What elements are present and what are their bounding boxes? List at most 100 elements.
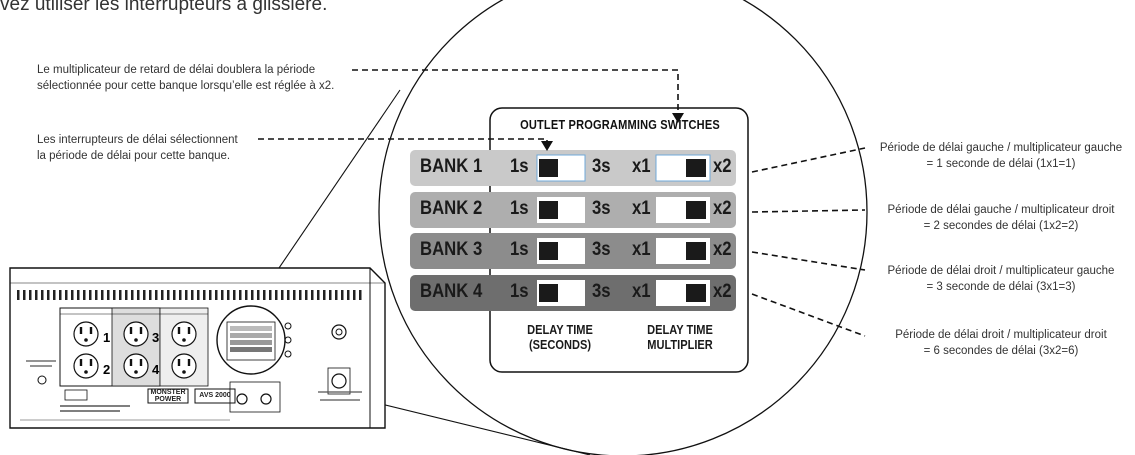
vent-slot [65,290,68,300]
outlet-number-3: 3 [152,330,159,345]
vent-slot [257,290,260,300]
vent-slot [17,290,20,300]
outlet-icon [171,353,197,379]
coax-out-icon [260,393,272,405]
panel-title: OUTLET PROGRAMMING SWITCHES [520,117,720,132]
vent-slot [329,290,332,300]
vent-slot [71,290,74,300]
vent-slot [35,290,38,300]
vent-slot [167,290,170,300]
vent-slot [107,290,110,300]
model-label: AVS 2000 [199,392,231,399]
bank3-note-line2: = 3 seconde de délai (3x1=3) [926,281,1076,293]
magnifier-circle [378,0,868,455]
coax-in-icon [236,393,248,405]
vent-slot [185,290,188,300]
vent-slot [263,290,266,300]
vent-slot [281,290,284,300]
delay-note-line1: Les interrupteurs de délai sélectionnent [37,134,238,146]
vent-slot [197,290,200,300]
vent-slot [77,290,80,300]
vent-slot [101,290,104,300]
multiplier-pointer-line [352,69,679,110]
outlet-icon [171,321,197,347]
vent-slot [119,290,122,300]
delay-time-label: DELAY TIME (SECONDS) [509,322,611,352]
multiplier-left-label-1: x1 [632,156,651,177]
outlet-icon [123,353,149,379]
vent-slot [53,290,56,300]
delay-left-label-2: 1s [510,198,529,219]
coax-jack-icon [331,324,347,340]
outlet-icon [73,353,99,379]
multiplier-left-label-4: x1 [632,281,651,302]
vent-slot [179,290,182,300]
vent-slot [173,290,176,300]
bank-label-3: BANK 3 [420,239,483,260]
vent-slot [95,290,98,300]
vent-slot [125,290,128,300]
vent-slot [323,290,326,300]
brand-badge [147,388,189,404]
delay-right-label-2: 3s [592,198,611,219]
vent-slot [209,290,212,300]
multiplier-switch-knob-1 [686,159,706,177]
multiplier-right-label-4: x2 [713,281,732,302]
bank2-pointer-line [751,209,866,213]
bank1-pointer-line [751,147,866,173]
multiplier-note-line2: sélectionnée pour cette banque lorsqu’el… [37,80,335,92]
vent-slot [239,290,242,300]
bank-rows [410,150,736,311]
vent-slot [233,290,236,300]
delay-left-label-3: 1s [510,239,529,260]
delay-note-line2: la période de délai pour cette banque. [37,150,231,162]
delay-left-label-1: 1s [510,156,529,177]
vent-slot [335,290,338,300]
vent-slot [317,290,320,300]
bank4-note: Période de délai droit / multiplicateur … [870,327,1132,359]
delay-time-label-line2: (SECONDS) [528,337,591,352]
vent-slot [311,290,314,300]
vent-slot [137,290,140,300]
vent-slot [191,290,194,300]
multiplier-label-line1: DELAY TIME [647,322,713,337]
fcc-logo [64,389,88,401]
vent-slot [287,290,290,300]
vent-slot [203,290,206,300]
bank3-note-line1: Période de délai droit / multiplicateur … [887,265,1115,277]
vent-slot [41,290,44,300]
outlet-number-1: 1 [103,330,110,345]
delay-right-label-1: 3s [592,156,611,177]
vent-slot [143,290,146,300]
vent-slot [305,290,308,300]
bank2-note-line1: Période de délai gauche / multiplicateur… [887,204,1115,216]
vent-slot [131,290,134,300]
ground-screw-icon [37,375,47,385]
outlet-icon [123,321,149,347]
multiplier-right-label-1: x2 [713,156,732,177]
vent-slot [245,290,248,300]
bank-label-4: BANK 4 [420,281,483,302]
delay-left-label-4: 1s [510,281,529,302]
multiplier-right-label-3: x2 [713,239,732,260]
vent-slot [161,290,164,300]
vent-slot [347,290,350,300]
bank4-note-line2: = 6 secondes de délai (3x2=6) [923,345,1079,357]
bank3-pointer-line [751,251,866,271]
bank-label-1: BANK 1 [420,156,483,177]
vent-slot [275,290,278,300]
vent-slot [47,290,50,300]
outlet-icon [73,321,99,347]
vent-slot [149,290,152,300]
multiplier-left-label-2: x1 [632,198,651,219]
multiplier-switch-knob-4 [686,284,706,302]
multiplier-right-label-2: x2 [713,198,732,219]
multiplier-label: DELAY TIME MULTIPLIER [629,322,731,352]
vent-slot [341,290,344,300]
delay-switch-knob-4 [539,284,558,302]
bank1-note: Période de délai gauche / multiplicateur… [870,140,1132,172]
vent-slot [293,290,296,300]
vent-slot [269,290,272,300]
brand-label: MONSTER POWER [150,389,186,403]
bank1-note-line1: Période de délai gauche / multiplicateur… [879,142,1123,154]
